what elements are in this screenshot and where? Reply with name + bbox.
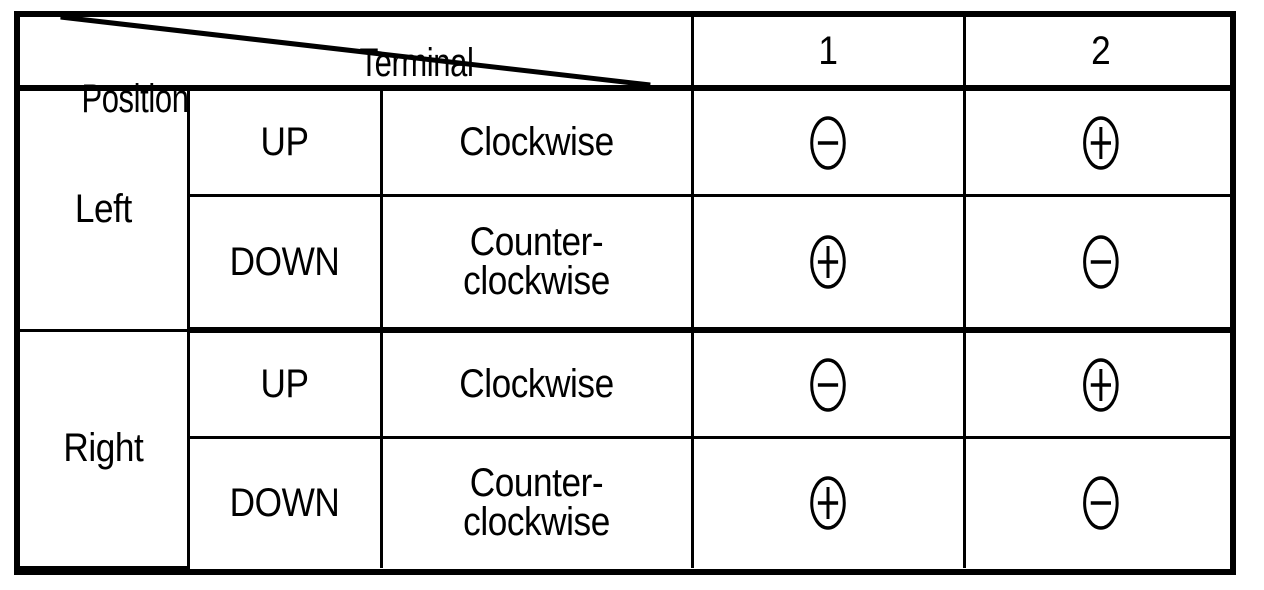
terminal-2-header: 2 (979, 17, 1220, 91)
circled-plus-icon (808, 231, 848, 293)
rotation-line-1: Counter- (469, 461, 604, 506)
polarity-cell-terminal-1 (707, 328, 949, 440)
header-row: Terminal Position 1 2 (20, 17, 1236, 119)
circled-plus-icon (808, 472, 848, 534)
direction-label: UP (198, 86, 371, 198)
circled-minus-icon (808, 354, 848, 416)
diagonal-divider-icon (60, 17, 650, 85)
position-label-right: Right (30, 328, 180, 570)
direction-label: DOWN (199, 194, 371, 334)
table-row: DOWN Counter- clockwise (20, 194, 1236, 334)
table-row: Right UP Clockwise (20, 328, 1236, 570)
circled-minus-icon (808, 112, 848, 174)
axis-corner-cell: Terminal Position (60, 17, 653, 119)
rotation-label: Clockwise (398, 328, 675, 440)
rotation-line-2: clockwise (463, 259, 610, 304)
rotation-label: Counter- clockwise (398, 436, 675, 568)
circled-minus-icon (1080, 472, 1120, 534)
table-row: DOWN Counter- clockwise (20, 436, 1236, 568)
polarity-cell-terminal-2 (979, 194, 1220, 334)
polarity-cell-terminal-2 (979, 328, 1220, 440)
polarity-cell-terminal-1 (707, 436, 949, 568)
polarity-cell-terminal-2 (979, 436, 1220, 568)
circled-plus-icon (1080, 354, 1120, 416)
rotation-line-1: Clockwise (459, 120, 614, 165)
rotation-line-1: Counter- (469, 220, 604, 265)
position-label-left: Left (30, 86, 180, 332)
direction-label: UP (198, 328, 371, 440)
rotation-label: Clockwise (398, 86, 675, 198)
circled-plus-icon (1080, 112, 1120, 174)
table-row: Left UP Clockwise (20, 86, 1236, 332)
polarity-matrix-table: Terminal Position 1 2 Left UP Clockwise (14, 11, 1236, 575)
polarity-cell-terminal-1 (707, 194, 949, 334)
polarity-cell-terminal-2 (979, 86, 1220, 198)
circled-minus-icon (1080, 231, 1120, 293)
column-axis-label: Terminal (359, 41, 474, 85)
direction-label: DOWN (199, 436, 371, 568)
matrix-grid: Terminal Position 1 2 Left UP Clockwise (20, 17, 1236, 570)
rotation-line-2: clockwise (463, 500, 610, 545)
rotation-line-1: Clockwise (459, 362, 614, 407)
polarity-cell-terminal-1 (707, 86, 949, 198)
terminal-1-header: 1 (707, 17, 949, 91)
rotation-label: Counter- clockwise (398, 194, 675, 334)
